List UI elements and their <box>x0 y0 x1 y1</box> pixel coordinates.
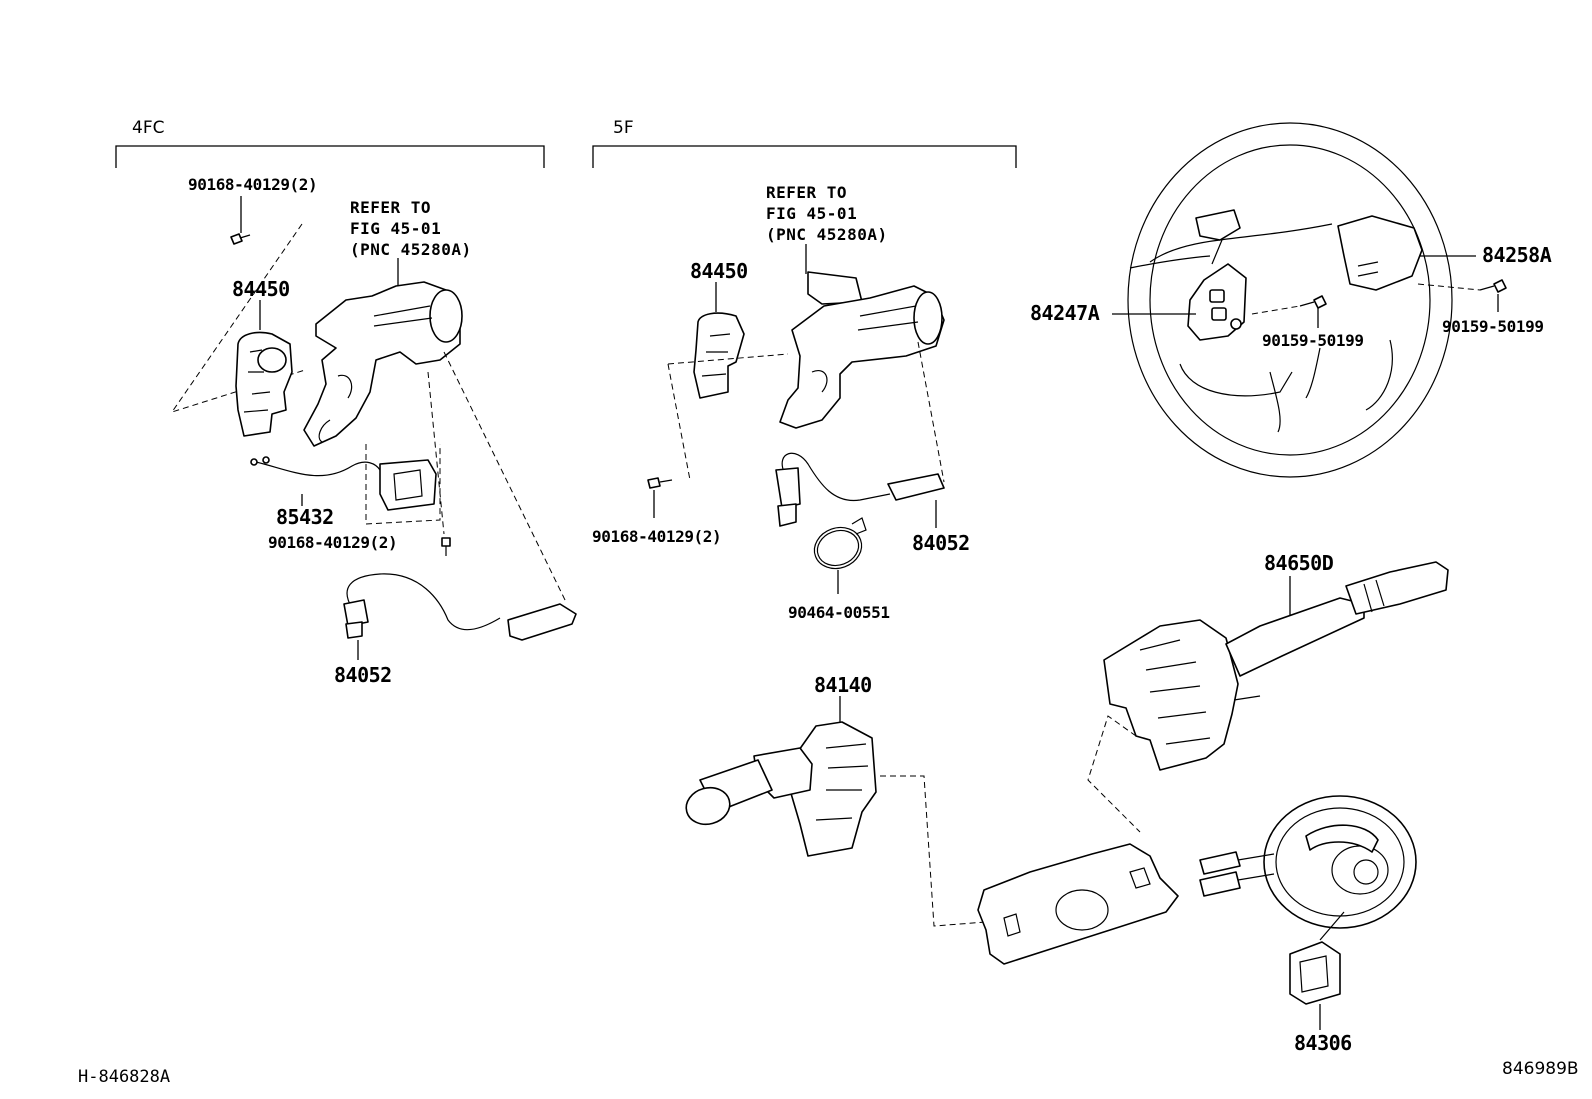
screw-icon <box>230 196 251 245</box>
assembly-guide-85432 <box>365 444 441 525</box>
light-switch-84140 <box>685 721 877 857</box>
label-84258A: 84258A <box>1482 243 1552 267</box>
label-84450-left: 84450 <box>232 277 290 301</box>
assembly-guide-84650D <box>1087 715 1141 833</box>
footer-left-code: H-846828A <box>78 1067 170 1087</box>
spiral-cable-84306 <box>1199 795 1417 1005</box>
screw-icon <box>647 477 673 489</box>
ignition-switch-left <box>235 331 293 437</box>
refer-line1-left: REFER TO <box>350 198 431 217</box>
label-90159-50199-right: 90159-50199 <box>1442 317 1544 336</box>
assembly-guide-84140 <box>880 775 987 927</box>
refer-line1-right: REFER TO <box>766 183 847 202</box>
label-84306: 84306 <box>1294 1031 1352 1055</box>
ignition-switch-right <box>693 312 745 399</box>
group-bracket-4fc <box>115 145 545 168</box>
label-84247A: 84247A <box>1030 301 1100 325</box>
label-90464-00551: 90464-00551 <box>788 603 890 622</box>
label-84052-left: 84052 <box>334 663 392 687</box>
refer-line3-left: (PNC 45280A) <box>350 240 472 259</box>
label-84650D: 84650D <box>1264 551 1334 575</box>
assembly-guide-wheel-right <box>1417 283 1481 291</box>
refer-line3-right: (PNC 45280A) <box>766 225 888 244</box>
label-84450-right: 84450 <box>690 259 748 283</box>
assembly-guide-right-1 <box>667 353 789 365</box>
label-85432: 85432 <box>276 505 334 529</box>
warning-switch-85432 <box>250 456 437 511</box>
group-bracket-5f <box>592 145 1017 168</box>
refer-line2-right: FIG 45-01 <box>766 204 857 223</box>
group-label-5f: 5F <box>613 118 634 138</box>
wiper-switch-84650D <box>1103 561 1449 771</box>
assembly-guide-84052-left <box>443 351 567 603</box>
assembly-guide-right-2 <box>667 363 691 481</box>
steering-lock-housing-right <box>779 271 945 429</box>
clamp-band-90464 <box>813 517 867 570</box>
label-84052-right: 84052 <box>912 531 970 555</box>
sensor-84052-left <box>343 573 577 641</box>
switch-body-bracket <box>977 843 1179 965</box>
steering-wheel <box>1127 122 1453 478</box>
label-90168-40129-bottom: 90168-40129(2) <box>268 533 397 552</box>
group-4fc: 4FC <box>115 118 545 168</box>
assembly-guide-right-3 <box>917 341 945 483</box>
assembly-guide-screw-left <box>427 371 445 535</box>
group-5f: 5F <box>592 118 1017 168</box>
screw-icon <box>1479 279 1507 293</box>
label-84140: 84140 <box>814 673 872 697</box>
screw-icon <box>441 537 451 556</box>
label-90168-40129-right: 90168-40129(2) <box>592 527 721 546</box>
label-90168-40129-top: 90168-40129(2) <box>188 175 317 194</box>
assembly-guide-wheel-left <box>1251 305 1301 315</box>
refer-line2-left: FIG 45-01 <box>350 219 441 238</box>
steering-lock-housing-left <box>303 281 463 447</box>
label-90159-50199-left: 90159-50199 <box>1262 331 1364 350</box>
sensor-84052-right <box>775 452 945 527</box>
group-label-4fc: 4FC <box>132 118 164 138</box>
screw-icon <box>1299 295 1327 309</box>
footer-right-code: 846989B <box>1502 1059 1579 1079</box>
